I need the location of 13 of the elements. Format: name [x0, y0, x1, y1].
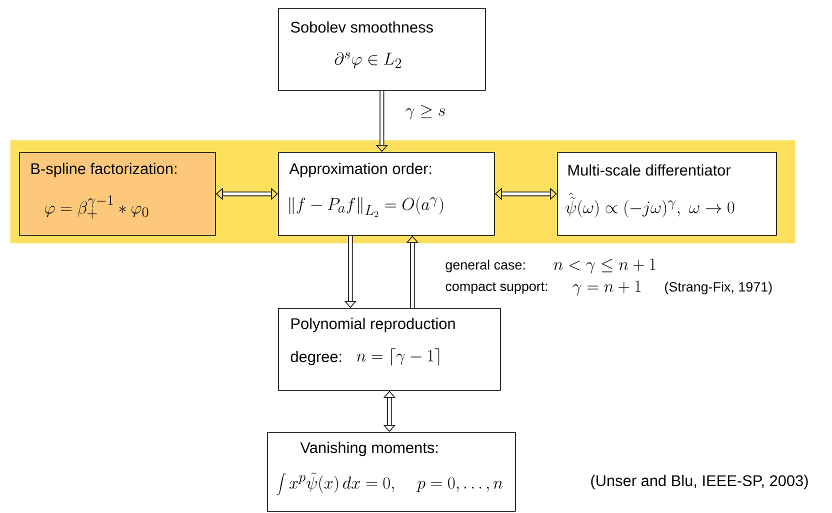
condition-formula: $n < \gamma \le n+1$ — [554, 258, 656, 274]
process-box: B-spline factorization: $\varphi = \beta_{+}^{\gamma-1} * \varphi_{0}$ — [19, 152, 216, 236]
process-box: Approximation order: $\left\| f - P_{a} f \right\|_{L_{2}} = O(a^{\gamma})$ — [278, 152, 495, 236]
edge-label: $\gamma \ge s$ — [404, 104, 447, 120]
process-box: Vanishing moments: $\int x^{p}\tilde{\psi}(x)\,dx = 0,\quad p = 0,\ldots,n$ — [267, 432, 516, 512]
process-box: Polynomial reproduction degree: $n = \lceil \gamma - 1 \rceil$ — [278, 308, 501, 391]
note-text: (Strang-Fix, 1971) — [665, 282, 772, 294]
process-box: Sobolev smoothness $\partial^{s}\varphi \in L_{2}$ — [278, 8, 486, 91]
condition-formula: $\gamma = n+1$ — [572, 280, 641, 296]
process-box: Multi-scale differentiator $\hat{\tilde{\psi}}(\omega) \propto (-j\omega)^{\gamma},\ \omega \to 0$ — [557, 152, 777, 236]
note-text: general case: — [446, 260, 525, 272]
note-text: compact support: — [446, 282, 548, 294]
citation: (Unser and Blu, IEEE-SP, 2003) — [591, 474, 808, 490]
